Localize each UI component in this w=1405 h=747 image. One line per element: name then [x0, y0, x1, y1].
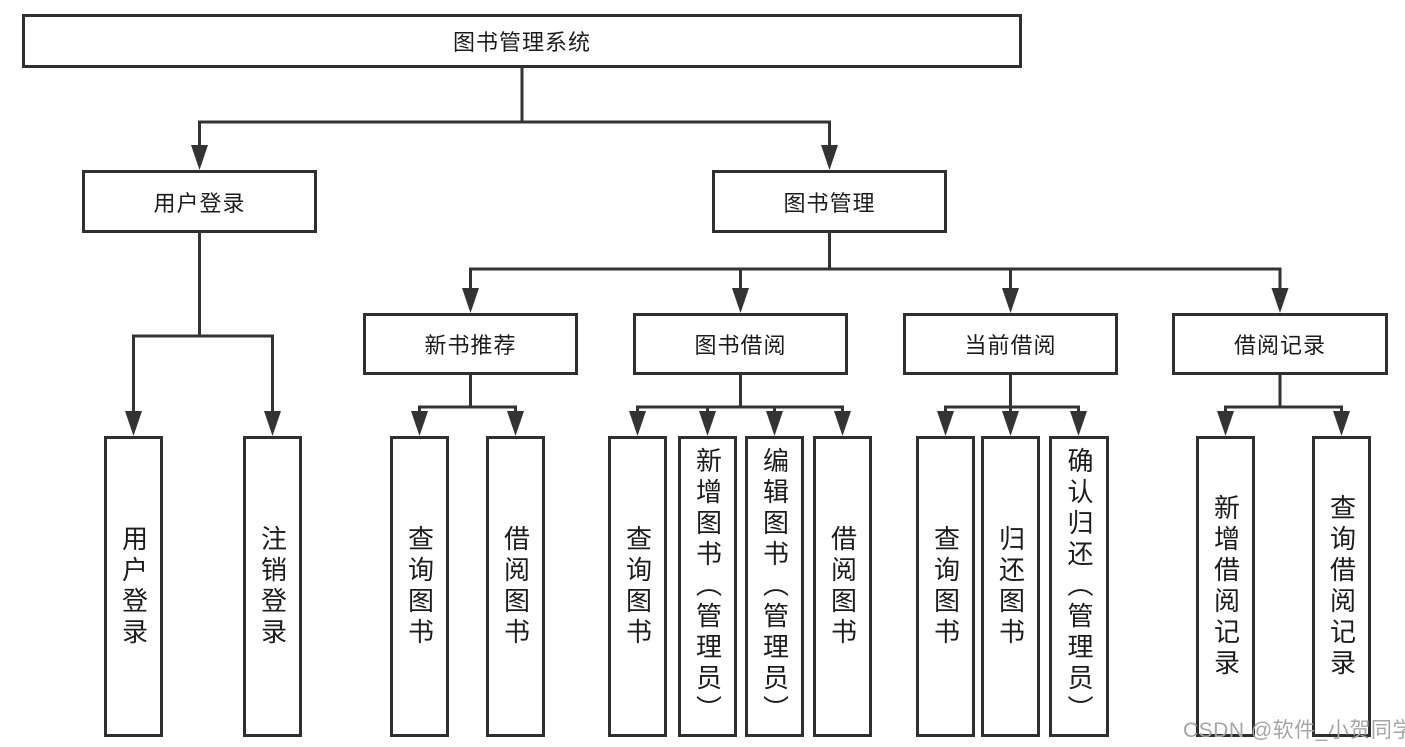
- leaf-query-books-2: 查询图书: [608, 436, 667, 737]
- node-label: 用户登录: [153, 190, 246, 216]
- node-label: 借阅图书: [827, 524, 858, 649]
- leaf-borrow-books-2: 借阅图书: [813, 436, 872, 737]
- node-label: 查询图书: [930, 524, 961, 649]
- tree-edges: [132, 66, 1343, 415]
- node-book-borrowing: 图书借阅: [633, 313, 848, 375]
- node-book-management-branch: 图书管理: [712, 170, 947, 233]
- node-label: 用户登录: [118, 524, 149, 649]
- arrowhead: [411, 411, 428, 436]
- node-new-book-recommend: 新书推荐: [363, 313, 578, 375]
- leaf-borrow-books-1: 借阅图书: [486, 436, 545, 737]
- node-label: 借阅图书: [500, 524, 531, 649]
- arrowhead: [629, 411, 646, 436]
- leaf-return-books: 归还图书: [981, 436, 1040, 737]
- node-borrow-records: 借阅记录: [1172, 313, 1388, 375]
- node-library-management-system: 图书管理系统: [22, 14, 1022, 68]
- arrowhead: [462, 288, 479, 313]
- node-label: 查询借阅记录: [1326, 493, 1357, 680]
- node-label: 注销登录: [257, 524, 288, 649]
- arrowhead: [732, 288, 749, 313]
- node-label: 新增借阅记录: [1210, 493, 1241, 680]
- arrowhead: [125, 411, 142, 436]
- arrowhead: [507, 411, 524, 436]
- node-current-borrowing: 当前借阅: [903, 313, 1118, 375]
- node-label: 图书管理系统: [452, 30, 591, 55]
- node-label: 新增图书（管理员）: [692, 447, 723, 726]
- watermark: CSDN @软件_小贺同学: [1183, 719, 1405, 742]
- node-label: 图书管理: [783, 190, 876, 216]
- node-label: 编辑图书（管理员）: [759, 447, 790, 726]
- arrowhead: [699, 411, 716, 436]
- node-label: 当前借阅: [964, 333, 1057, 358]
- leaf-query-books-3: 查询图书: [916, 436, 975, 737]
- leaf-user-login: 用户登录: [104, 436, 163, 737]
- node-label: 借阅记录: [1233, 333, 1326, 358]
- leaf-logout: 注销登录: [243, 436, 302, 737]
- node-label: 确认归还（管理员）: [1064, 447, 1094, 726]
- arrowhead: [1002, 411, 1019, 436]
- arrowhead: [821, 145, 838, 170]
- leaf-query-borrow-record: 查询借阅记录: [1312, 436, 1371, 737]
- arrowhead: [766, 411, 783, 436]
- arrowhead: [264, 411, 281, 436]
- arrowhead: [191, 145, 208, 170]
- node-label: 查询图书: [622, 524, 653, 649]
- leaf-confirm-return-admin: 确认归还（管理员）: [1049, 436, 1109, 737]
- leaf-add-borrow-record: 新增借阅记录: [1196, 436, 1255, 737]
- node-label: 归还图书: [995, 524, 1026, 649]
- arrowhead: [1070, 411, 1087, 436]
- arrowhead: [834, 411, 851, 436]
- node-user-login-branch: 用户登录: [82, 170, 317, 233]
- arrowhead: [1002, 288, 1019, 313]
- arrowhead: [1217, 411, 1234, 436]
- node-label: 图书借阅: [694, 333, 787, 358]
- leaf-edit-books-admin: 编辑图书（管理员）: [745, 436, 804, 737]
- arrowhead: [1271, 288, 1289, 313]
- arrowhead: [1333, 411, 1350, 436]
- leaf-query-books-1: 查询图书: [390, 436, 449, 737]
- leaf-add-books-admin: 新增图书（管理员）: [678, 436, 737, 737]
- arrowhead: [937, 411, 954, 436]
- node-label: 新书推荐: [424, 333, 517, 358]
- node-label: 查询图书: [404, 524, 435, 649]
